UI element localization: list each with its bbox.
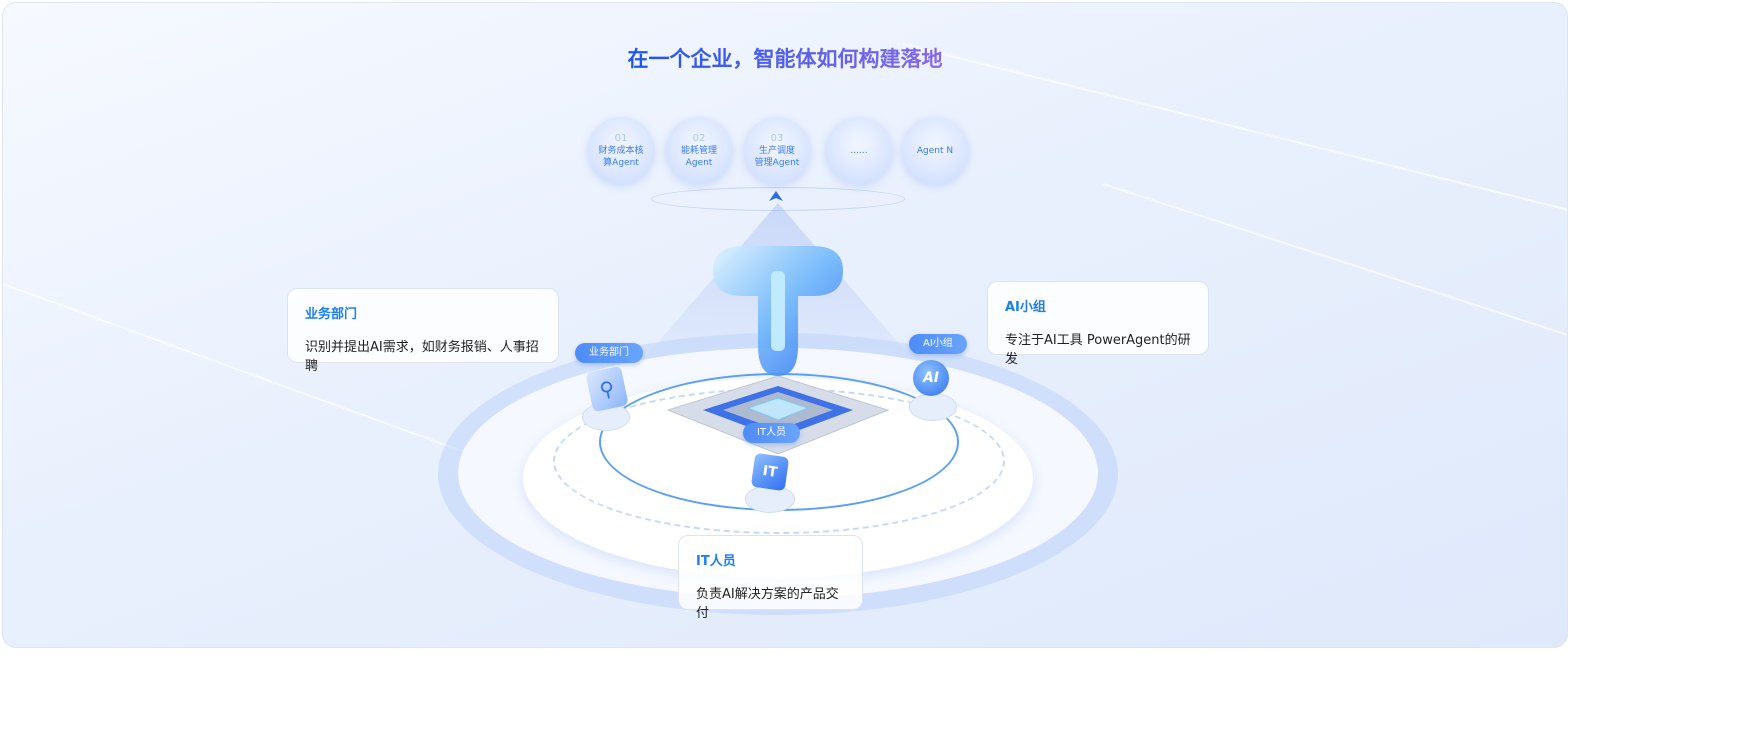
diagram-canvas: 在一个企业，智能体如何构建落地 01 财务成本核算Agent 02 能耗管理 Agen… [2, 2, 1568, 648]
business-card-title: 业务部门 [305, 307, 358, 322]
business-pill[interactable]: 业务部门 [575, 343, 643, 363]
agent-03[interactable]: 03 生产调度管理Agent [743, 117, 811, 185]
chip-icon [663, 368, 893, 458]
agent-label: 管理Agent [754, 158, 800, 168]
agent-label: 生产调度 [758, 146, 795, 156]
agent-num: 03 [770, 133, 784, 144]
it-glyph: IT [761, 463, 779, 481]
page-title-wrap: 在一个企业，智能体如何构建落地 [623, 43, 947, 73]
agent-label: 能耗管理 [680, 146, 717, 156]
it-card-title: IT人员 [696, 554, 736, 569]
agent-label: ...... [850, 146, 868, 156]
page-title: 在一个企业，智能体如何构建落地 [623, 43, 947, 73]
it-cube-icon: IT [750, 452, 790, 492]
agent-02[interactable]: 02 能耗管理 Agent [665, 117, 733, 185]
it-pill[interactable]: IT人员 [743, 423, 801, 443]
agent-label: 算Agent [603, 158, 639, 168]
business-card: 业务部门 识别并提出AI需求，如财务报销、人事招聘 [287, 288, 559, 374]
ai-pedestal [909, 393, 957, 421]
agent-label: 财务成本核 [598, 146, 644, 156]
agent-num: 01 [614, 133, 628, 144]
it-card: IT人员 负责AI解决方案的产品交付 [678, 535, 863, 621]
t-logo-icon [703, 231, 853, 381]
arrow-up-icon [769, 191, 783, 201]
agent-base-ring [651, 187, 905, 211]
agent-01[interactable]: 01 财务成本核算Agent [587, 117, 655, 185]
ai-glyph: AI [922, 370, 940, 386]
agent-label: Agent [685, 158, 713, 168]
ai-team-card-title: AI小组 [1005, 300, 1046, 315]
agent-label: Agent N [916, 146, 954, 156]
ai-team-pill[interactable]: AI小组 [909, 334, 967, 354]
ai-badge-icon: AI [913, 360, 949, 396]
ai-team-card: AI小组 专注于AI工具 PowerAgent的研发 [987, 281, 1209, 367]
agent-num: 02 [692, 133, 706, 144]
it-card-desc: 负责AI解决方案的产品交付 [696, 587, 839, 621]
business-card-desc: 识别并提出AI需求，如财务报销、人事招聘 [305, 340, 539, 374]
agent-n[interactable]: Agent N [901, 117, 969, 185]
ai-team-card-desc: 专注于AI工具 PowerAgent的研发 [1005, 333, 1191, 367]
agent-more[interactable]: ...... [825, 117, 893, 185]
